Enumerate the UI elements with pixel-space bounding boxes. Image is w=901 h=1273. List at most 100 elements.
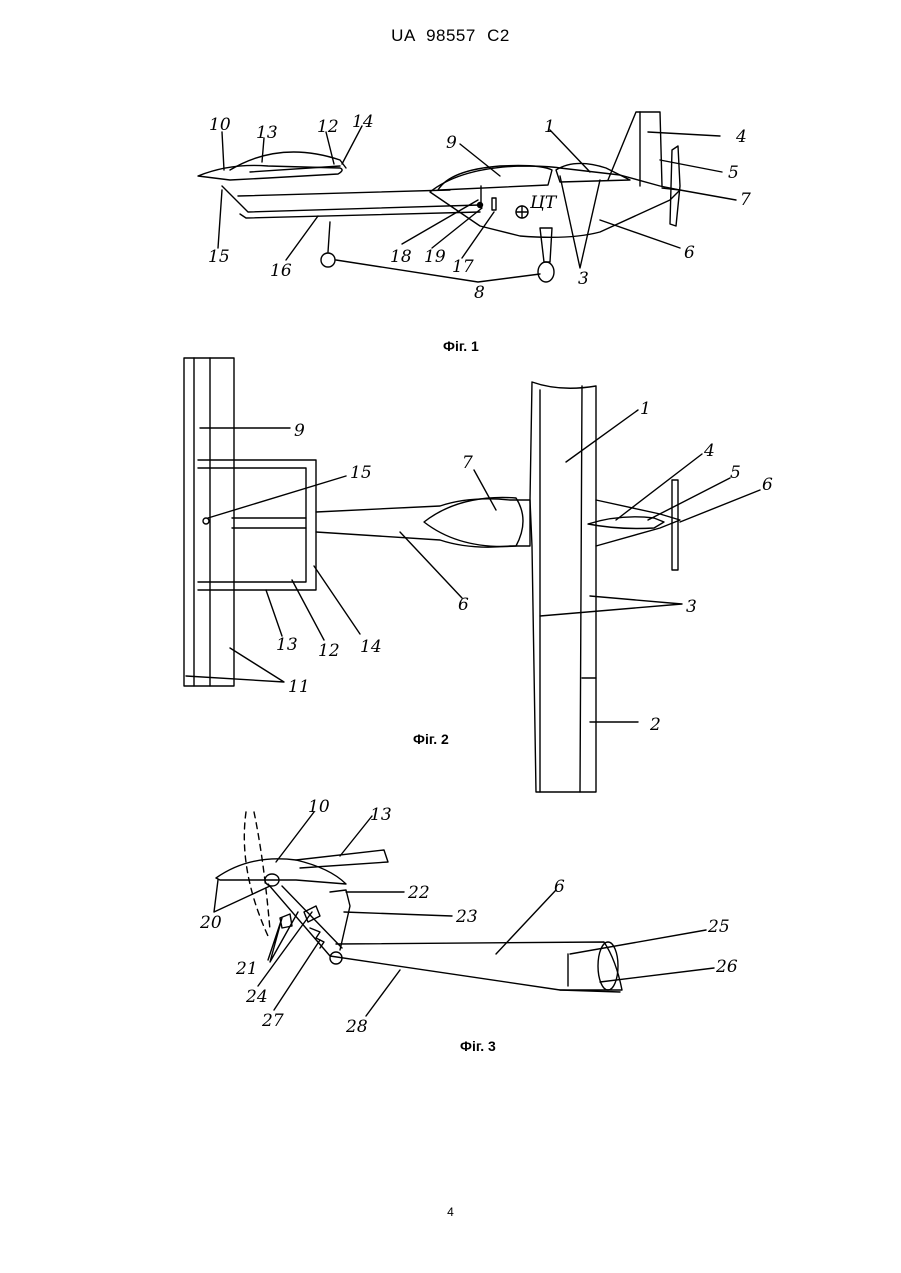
label2-13: 13 (276, 635, 298, 655)
tail-top (588, 517, 664, 529)
main-gear (540, 228, 552, 262)
leader-16 (286, 216, 318, 260)
main-wheel (538, 262, 554, 282)
label3-13: 13 (370, 805, 392, 825)
figure-1-caption: Фіг. 1 (443, 338, 479, 354)
bracket-22 (330, 890, 350, 950)
figure-3-caption: Фіг. 3 (460, 1038, 496, 1054)
canard-bracket (198, 460, 316, 590)
leader2-5 (648, 478, 730, 520)
leader3-24 (258, 912, 312, 986)
label2-12: 12 (318, 641, 340, 661)
leader-1 (550, 130, 590, 172)
deflected-position-2 (244, 812, 268, 936)
leader-15 (218, 190, 222, 248)
label3-25: 27 (261, 1011, 284, 1031)
rear-fuselage-top (596, 500, 680, 546)
leader2-7 (680, 490, 760, 522)
part-17 (492, 198, 496, 210)
prop-hub (662, 188, 680, 190)
label2-4: 4 (703, 441, 715, 461)
label3-22: 22 (407, 883, 430, 903)
leader2-11 (186, 648, 284, 682)
propeller-top (672, 480, 678, 570)
label2-1: 1 (640, 399, 651, 419)
label3-23: 23 (455, 907, 478, 927)
nose-wheel (321, 253, 335, 267)
label2-9: 7 (462, 453, 473, 473)
leader3-6 (496, 890, 556, 954)
canard-bracket-inner (198, 468, 306, 582)
pivot-15 (203, 518, 209, 524)
leader-6 (600, 220, 680, 248)
label-15: 15 (208, 247, 230, 267)
label3-6: 6 (554, 877, 565, 897)
label-ct: ЦТ (529, 193, 558, 213)
leader3-10 (276, 812, 314, 862)
propeller (670, 146, 680, 226)
figure-3-detail: 10 13 22 6 20 23 25 21 26 24 27 28 (0, 800, 901, 1035)
leader2-14 (314, 566, 360, 634)
canopy-top (424, 498, 523, 547)
patent-header: UA 98557 C2 (0, 26, 901, 46)
canard-airfoil (216, 859, 346, 884)
label-8: 8 (474, 283, 485, 303)
leader3-23 (344, 912, 452, 916)
label3-24: 24 (245, 987, 268, 1007)
leader2-13 (266, 590, 282, 636)
leader-10 (222, 132, 224, 170)
label3-27: 26 (715, 957, 738, 977)
label2-11: 11 (288, 677, 310, 697)
label-13: 13 (256, 123, 278, 143)
leader2-4 (616, 454, 702, 520)
label2-3: 3 (686, 597, 697, 617)
leader3-20 (214, 880, 270, 912)
label2-2: 2 (649, 715, 661, 735)
leader3-28 (366, 970, 400, 1016)
fuselage-boom-top (316, 499, 530, 547)
page-number: 4 (0, 1205, 901, 1219)
part-19 (478, 203, 483, 208)
leader2-12 (292, 580, 324, 640)
label-12: 12 (317, 117, 339, 137)
leader2-6 (400, 532, 462, 598)
label-18: 18 (390, 247, 412, 267)
label-19: 19 (424, 247, 446, 267)
label3-28: 28 (345, 1017, 368, 1037)
link-rod (268, 884, 620, 992)
leader-17 (462, 212, 494, 258)
leader-5 (660, 160, 722, 172)
leader2-9 (474, 470, 496, 510)
label2-15: 15 (350, 463, 372, 483)
leader-7 (680, 190, 736, 200)
label3-10: 10 (308, 797, 330, 817)
wing-aileron-line (580, 386, 582, 792)
label2-14: 14 (360, 637, 382, 657)
label-6: 6 (684, 243, 695, 263)
figure-2-top-view: 9 15 7 1 4 5 6 6 6 3 13 12 14 11 2 (0, 355, 901, 795)
label-17: 17 (452, 257, 474, 277)
label2-7: 6 (762, 475, 773, 495)
leader-4 (648, 132, 720, 136)
label-9: 9 (446, 133, 457, 153)
label3-26: 25 (707, 917, 730, 937)
wing-side (556, 163, 630, 182)
label-16: 16 (270, 261, 292, 281)
label2-5: 5 (730, 463, 741, 483)
label-10: 10 (209, 115, 231, 135)
label-14: 14 (352, 112, 374, 132)
label-4: 4 (735, 127, 747, 147)
figure-2-caption: Фіг. 2 (413, 731, 449, 747)
boom-tube (336, 942, 622, 990)
label-1: 1 (544, 117, 555, 137)
label-3: 3 (578, 269, 589, 289)
leader-3 (560, 176, 600, 268)
strut-line (238, 190, 450, 196)
nose-gear (328, 222, 330, 252)
leader3-13 (340, 816, 372, 856)
leader3-25 (274, 940, 320, 1010)
label-7: 7 (740, 190, 751, 210)
leader2-3 (540, 596, 682, 616)
label3-20: 20 (199, 913, 222, 933)
label2-6b: 6 (458, 595, 469, 615)
